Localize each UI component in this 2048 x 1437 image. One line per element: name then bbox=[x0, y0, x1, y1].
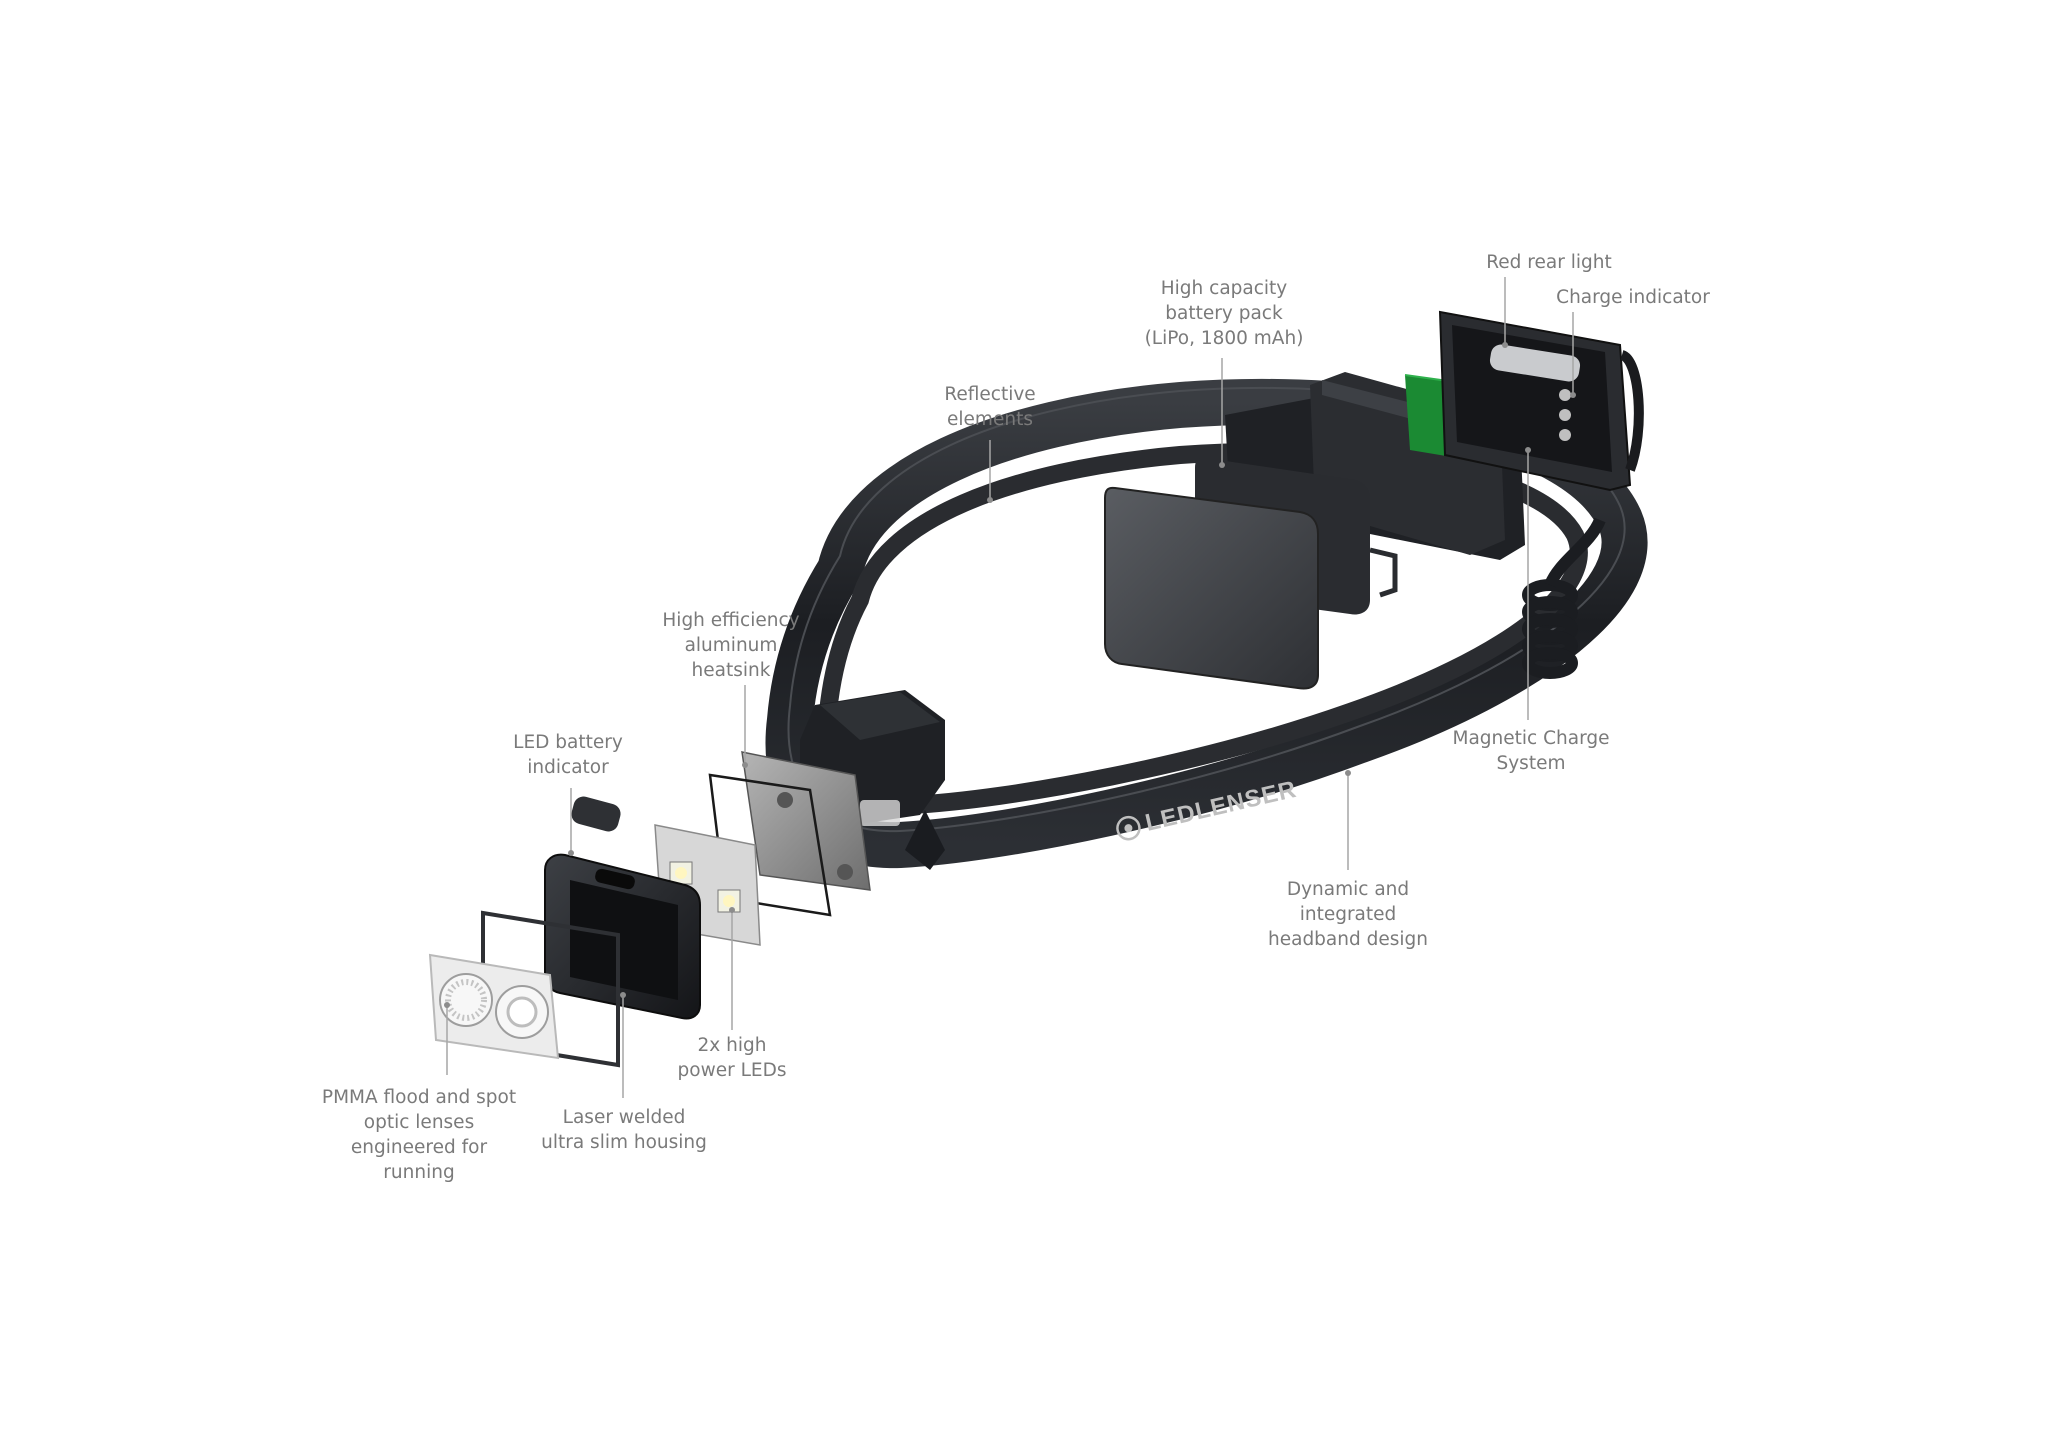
battery-pack bbox=[1105, 458, 1395, 689]
label-magnetic-charge: Magnetic Charge System bbox=[1453, 726, 1610, 776]
label-led-battery-indicator: LED battery indicator bbox=[513, 730, 623, 780]
label-battery-pack: High capacity battery pack (LiPo, 1800 m… bbox=[1145, 276, 1304, 351]
label-optic-lenses: PMMA flood and spot optic lenses enginee… bbox=[322, 1085, 516, 1185]
label-headband-design: Dynamic and integrated headband design bbox=[1268, 877, 1428, 952]
label-heatsink: High efficiency aluminum heatsink bbox=[662, 608, 799, 683]
label-charge-indicator: Charge indicator bbox=[1556, 285, 1710, 310]
label-slim-housing: Laser welded ultra slim housing bbox=[541, 1105, 707, 1155]
label-reflective-elements: Reflective elements bbox=[944, 382, 1035, 432]
label-red-rear-light: Red rear light bbox=[1486, 250, 1611, 275]
battery-indicator-cap bbox=[569, 794, 623, 833]
label-high-power-leds: 2x high power LEDs bbox=[678, 1033, 787, 1083]
